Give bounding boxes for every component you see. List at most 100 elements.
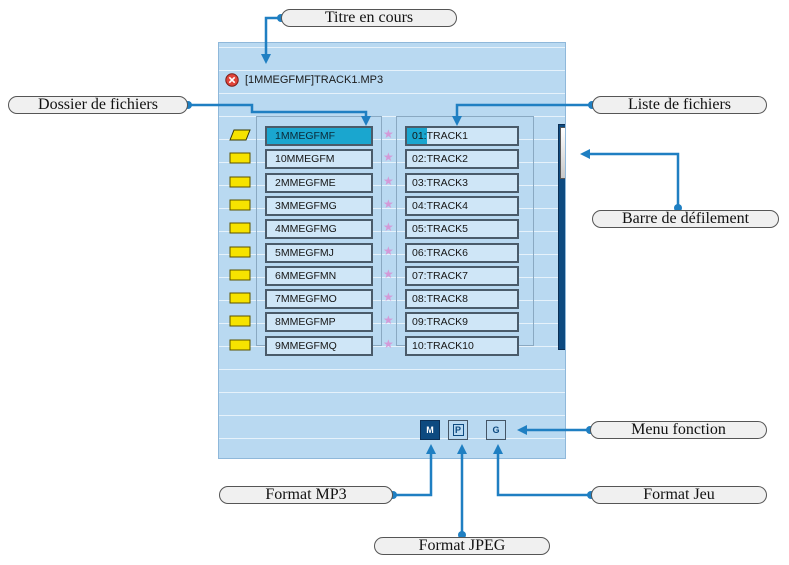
file-row: 2MMEGFME ★ 03:TRACK3 bbox=[219, 172, 565, 195]
track-item[interactable]: 03:TRACK3 bbox=[405, 172, 519, 193]
panel-stripe bbox=[219, 185, 565, 186]
format-game-button[interactable]: G bbox=[486, 420, 506, 440]
panel-stripe bbox=[219, 208, 565, 209]
current-title-bar: [1MMEGFMF]TRACK1.MP3 bbox=[219, 67, 565, 92]
file-row: 7MMEGFMO ★ 08:TRACK8 bbox=[219, 288, 565, 311]
track-item[interactable]: 02:TRACK2 bbox=[405, 149, 519, 170]
panel-stripe bbox=[219, 277, 565, 278]
file-row: 4MMEGFMG ★ 05:TRACK5 bbox=[219, 218, 565, 241]
panel-stripe bbox=[219, 70, 565, 71]
folder-name-9mmegfmq[interactable]: 9MMEGFMQ bbox=[265, 335, 373, 356]
folder-name-7mmegfmo[interactable]: 7MMEGFMO bbox=[265, 289, 373, 310]
titre-line bbox=[264, 16, 281, 56]
panel-stripe bbox=[219, 162, 565, 163]
folder-name-6mmegfmn[interactable]: 6MMEGFMN bbox=[265, 265, 373, 286]
folder-icon bbox=[229, 199, 251, 211]
panel-stripe bbox=[219, 116, 565, 117]
track-item[interactable]: 04:TRACK4 bbox=[405, 195, 519, 216]
panel-stripe bbox=[219, 346, 565, 347]
stop-icon bbox=[225, 73, 239, 87]
folder-name-4mmegfmg[interactable]: 4MMEGFMG bbox=[265, 219, 373, 240]
folder-name-2mmegfme[interactable]: 2MMEGFME bbox=[265, 172, 373, 193]
star-icon: ★ bbox=[383, 336, 394, 351]
track-item[interactable]: 05:TRACK5 bbox=[405, 219, 519, 240]
panel-stripe bbox=[219, 323, 565, 324]
format-jpeg-button[interactable]: P bbox=[448, 420, 468, 440]
panel-stripe bbox=[219, 438, 565, 439]
callout-format-jpeg: Format JPEG bbox=[374, 537, 550, 555]
panel-stripe bbox=[219, 369, 565, 370]
track-item[interactable]: 10:TRACK10 bbox=[405, 335, 519, 356]
folder-icon bbox=[229, 246, 251, 257]
callout-titre-en-cours: Titre en cours bbox=[281, 9, 457, 27]
callout-dossier-de-fichiers: Dossier de fichiers bbox=[8, 96, 188, 114]
track-label: 01:TRACK1 bbox=[412, 130, 469, 142]
file-row: 5MMEGFMJ ★ 06:TRACK6 bbox=[219, 242, 565, 265]
jeu-line bbox=[496, 452, 591, 497]
barre-line bbox=[588, 152, 680, 208]
panel-stripe bbox=[219, 300, 565, 301]
track-item[interactable]: 07:TRACK7 bbox=[405, 265, 519, 286]
track-item[interactable]: 08:TRACK8 bbox=[405, 289, 519, 310]
file-row: 1MMEGFMF ★ 01:TRACK1 bbox=[219, 125, 565, 148]
panel-stripe bbox=[219, 415, 565, 416]
folder-name-10mmegfm[interactable]: 10MMEGFM bbox=[265, 149, 373, 170]
folder-icon bbox=[229, 269, 251, 281]
folder-icon bbox=[229, 152, 251, 164]
scrollbar-thumb[interactable] bbox=[560, 127, 565, 179]
file-row: 8MMEGFMP ★ 09:TRACK9 bbox=[219, 311, 565, 334]
star-icon: ★ bbox=[383, 220, 394, 235]
track-selection-highlight bbox=[407, 128, 427, 144]
open-folder-icon bbox=[229, 129, 251, 141]
star-icon: ★ bbox=[383, 173, 394, 188]
folder-icon bbox=[229, 292, 251, 304]
dossier-line bbox=[188, 103, 368, 118]
callout-liste-de-fichiers: Liste de fichiers bbox=[592, 96, 767, 114]
panel-stripe bbox=[219, 392, 565, 393]
folder-name-8mmegfmp[interactable]: 8MMEGFMP bbox=[265, 312, 373, 333]
file-row: 10MMEGFM ★ 02:TRACK2 bbox=[219, 148, 565, 171]
format-jpeg-label: P bbox=[452, 424, 464, 436]
track-label: 10:TRACK10 bbox=[412, 339, 474, 352]
star-icon: ★ bbox=[383, 266, 394, 281]
panel-stripe bbox=[219, 231, 565, 232]
callout-barre-de-defilement: Barre de défilement bbox=[592, 210, 779, 228]
star-icon: ★ bbox=[383, 290, 394, 305]
star-icon: ★ bbox=[383, 313, 394, 328]
scrollbar[interactable] bbox=[558, 124, 565, 350]
folder-name-1mmegfmf[interactable]: 1MMEGFMF bbox=[265, 126, 373, 146]
callout-menu-fonction: Menu fonction bbox=[590, 421, 767, 439]
format-game-label: G bbox=[492, 425, 500, 435]
file-row: 6MMEGFMN ★ 07:TRACK7 bbox=[219, 265, 565, 288]
current-title: [1MMEGFMF]TRACK1.MP3 bbox=[245, 74, 384, 86]
folder-icon bbox=[229, 222, 251, 234]
track-label: 08:TRACK8 bbox=[412, 293, 469, 306]
track-item[interactable]: 01:TRACK1 bbox=[405, 126, 519, 146]
format-mp3-button[interactable]: M bbox=[420, 420, 440, 440]
liste-line bbox=[455, 103, 592, 118]
file-row: 3MMEGFMG★04:TRACK4 bbox=[219, 195, 565, 218]
track-label: 04:TRACK4 bbox=[412, 199, 469, 212]
track-label: 07:TRACK7 bbox=[412, 269, 469, 282]
track-label: 09:TRACK9 bbox=[412, 316, 469, 329]
mp3-line bbox=[393, 452, 433, 497]
panel-stripe bbox=[219, 254, 565, 255]
callout-format-jeu: Format Jeu bbox=[591, 486, 767, 504]
folder-name-5mmegfmj[interactable]: 5MMEGFMJ bbox=[265, 242, 373, 263]
folder-name-3mmegfmg[interactable]: 3MMEGFMG bbox=[265, 195, 373, 216]
star-icon: ★ bbox=[383, 127, 394, 141]
folder-icon bbox=[229, 315, 251, 327]
panel-stripe bbox=[219, 93, 565, 94]
star-icon: ★ bbox=[383, 150, 394, 165]
star-icon: ★ bbox=[383, 243, 394, 258]
file-row: 9MMEGFMQ ★ 10:TRACK10 bbox=[219, 335, 565, 358]
track-item[interactable]: 09:TRACK9 bbox=[405, 312, 519, 333]
panel-stripe bbox=[219, 47, 565, 48]
track-label: 05:TRACK5 bbox=[412, 223, 469, 236]
track-label: 02:TRACK2 bbox=[412, 153, 469, 166]
format-mp3-label: M bbox=[426, 425, 434, 435]
folder-icon bbox=[229, 176, 251, 188]
track-item[interactable]: 06:TRACK6 bbox=[405, 242, 519, 263]
